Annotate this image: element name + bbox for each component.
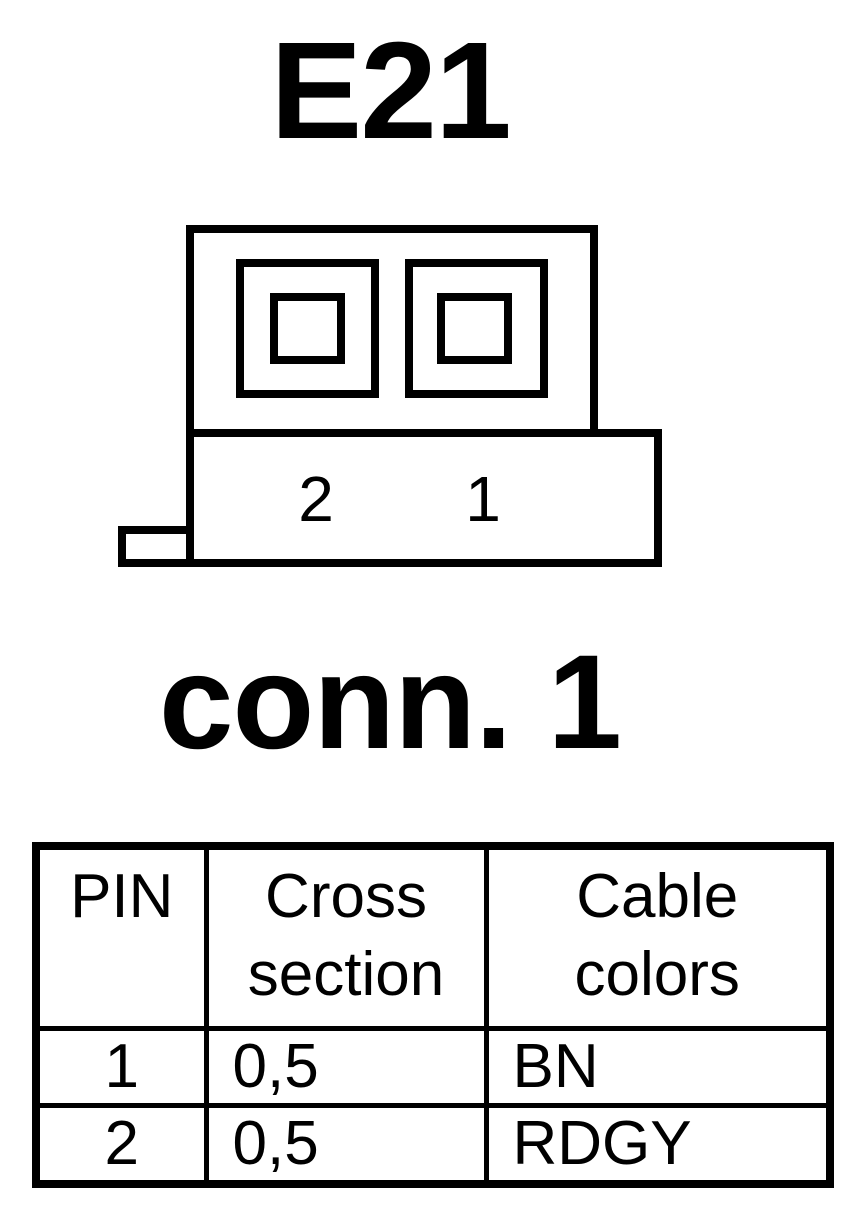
connector-id-title: E21 — [270, 14, 512, 168]
connector-lower-body — [186, 429, 662, 567]
header-cross-section-line-2: section — [247, 940, 445, 1009]
cell-pin: 2 — [33, 1103, 209, 1187]
cell-cable-color: BN — [483, 1026, 833, 1108]
header-pin-line-1: PIN — [70, 862, 174, 931]
header-cross-section-line-1: Cross — [265, 862, 427, 931]
pin-assignment-table: PIN Cross section Cable colors 1 0,5 BN … — [32, 842, 834, 1188]
pin-contact-1 — [437, 293, 512, 364]
connector-latch — [118, 526, 194, 567]
cell-cross-section: 0,5 — [203, 1103, 489, 1187]
pin-label-2: 2 — [298, 463, 334, 535]
column-header-pin: PIN — [33, 843, 209, 1031]
cell-cross-section: 0,5 — [203, 1026, 489, 1108]
header-cable-colors-line-1: Cable — [576, 862, 739, 931]
connector-subtitle: conn. 1 — [158, 628, 622, 777]
table-row: 1 0,5 BN — [33, 1026, 833, 1108]
cell-cable-color: RDGY — [483, 1103, 833, 1187]
cell-pin: 1 — [33, 1026, 209, 1108]
table-header-row: PIN Cross section Cable colors — [33, 843, 833, 1031]
pin-cavity-2 — [236, 259, 379, 398]
pin-contact-2 — [270, 293, 345, 364]
column-header-cable-colors: Cable colors — [483, 843, 833, 1031]
header-cable-colors-line-2: colors — [574, 940, 740, 1009]
connector-diagram: 2 1 — [118, 225, 662, 567]
column-header-cross-section: Cross section — [203, 843, 489, 1031]
pin-cavity-1 — [405, 259, 548, 398]
pin-label-1: 1 — [465, 463, 501, 535]
table-row: 2 0,5 RDGY — [33, 1103, 833, 1187]
